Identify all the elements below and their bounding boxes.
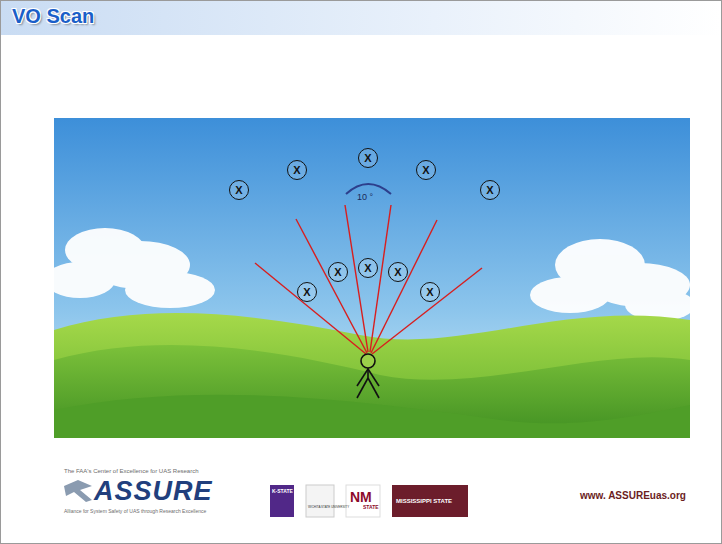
nmstate-logo — [346, 485, 380, 517]
target-circle: X — [358, 148, 378, 168]
website-url: www. ASSUREuas.org — [580, 491, 686, 501]
target-circle: X — [480, 180, 500, 200]
logo-wordmark: ASSURE — [94, 478, 213, 505]
node-text: X — [235, 185, 242, 196]
back-hill — [54, 313, 690, 438]
foreground-hill — [54, 395, 690, 438]
node-text: X — [486, 185, 493, 196]
node-text: X — [394, 267, 401, 278]
front-hill — [54, 345, 690, 438]
clouds — [45, 228, 695, 321]
university-logo-text: STATE — [363, 505, 379, 510]
node-text: X — [364, 263, 371, 274]
node-text: X — [426, 287, 433, 298]
kstate-logo — [270, 485, 294, 517]
target-circle: X — [328, 262, 348, 282]
target-circle: X — [358, 258, 378, 278]
node-text: X — [422, 165, 429, 176]
target-circle: X — [287, 160, 307, 180]
node-text: X — [364, 153, 371, 164]
target-circle: X — [416, 160, 436, 180]
university-logo-text: K-STATE — [272, 489, 293, 494]
university-logo-text: WICHITA STATE UNIVERSITY — [308, 506, 349, 509]
target-circle: X — [297, 282, 317, 302]
logo-subtitle: Alliance for System Safety of UAS throug… — [64, 509, 206, 514]
university-logo-text: MISSISSIPPI STATE — [396, 498, 452, 504]
target-circle: X — [420, 282, 440, 302]
node-text: X — [293, 165, 300, 176]
node-text: X — [334, 267, 341, 278]
angle-label: 10 ° — [357, 193, 373, 202]
slide-title: VO Scan — [12, 5, 94, 28]
target-circle: X — [388, 262, 408, 282]
plane-mark — [64, 480, 92, 502]
wsu-logo — [306, 485, 334, 517]
node-text: X — [303, 287, 310, 298]
scan-lines — [255, 205, 482, 354]
sky — [54, 118, 690, 438]
logo-tagline: The FAA's Center of Excellence for UAS R… — [64, 468, 199, 474]
stick-figure — [357, 354, 379, 398]
target-circle: X — [229, 180, 249, 200]
university-logo-text: NM — [350, 490, 372, 504]
msstate-logo — [392, 485, 468, 517]
header-band — [1, 1, 721, 35]
